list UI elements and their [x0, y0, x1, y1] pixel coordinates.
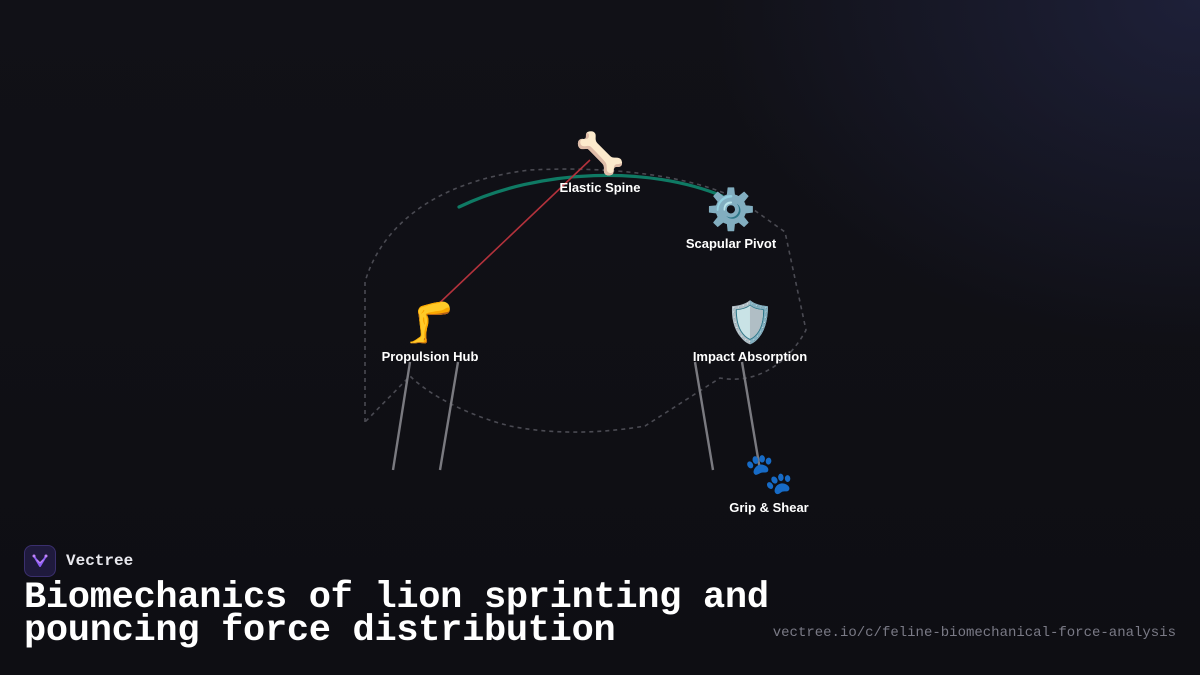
- brand[interactable]: Vectree: [24, 544, 133, 578]
- fore-leg-right: [740, 361, 762, 471]
- brand-name: Vectree: [66, 552, 134, 570]
- leg-icon: 🦵: [405, 301, 455, 345]
- bone-icon: 🦴: [575, 132, 625, 176]
- paw-prints-icon: 🐾: [744, 452, 794, 496]
- node-label: Grip & Shear: [729, 500, 809, 515]
- fore-leg-left: [693, 361, 715, 471]
- node-grip-shear[interactable]: 🐾 Grip & Shear: [729, 450, 808, 516]
- node-impact-absorption[interactable]: 🛡️ Impact Absorption: [693, 299, 807, 365]
- node-elastic-spine[interactable]: 🦴 Elastic Spine: [560, 130, 641, 196]
- node-label: Impact Absorption: [692, 349, 808, 364]
- vectree-logo-icon: [24, 545, 56, 577]
- shield-icon: 🛡️: [725, 301, 775, 345]
- source-url[interactable]: vectree.io/c/feline-biomechanical-force-…: [772, 625, 1176, 641]
- hind-leg-left: [391, 361, 412, 471]
- hind-leg-right: [438, 361, 460, 471]
- node-label: Elastic Spine: [559, 180, 641, 195]
- page-title: Biomechanics of lion sprinting and pounc…: [24, 577, 769, 652]
- node-propulsion-hub[interactable]: 🦵 Propulsion Hub: [382, 299, 479, 365]
- spine-arc: [457, 173, 724, 209]
- node-scapular-pivot[interactable]: ⚙️ Scapular Pivot: [686, 186, 776, 252]
- node-label: Propulsion Hub: [381, 349, 479, 364]
- node-label: Scapular Pivot: [685, 236, 777, 251]
- body-outline: [364, 168, 807, 433]
- force-transfer-line: [429, 159, 591, 313]
- gear-icon: ⚙️: [706, 188, 756, 232]
